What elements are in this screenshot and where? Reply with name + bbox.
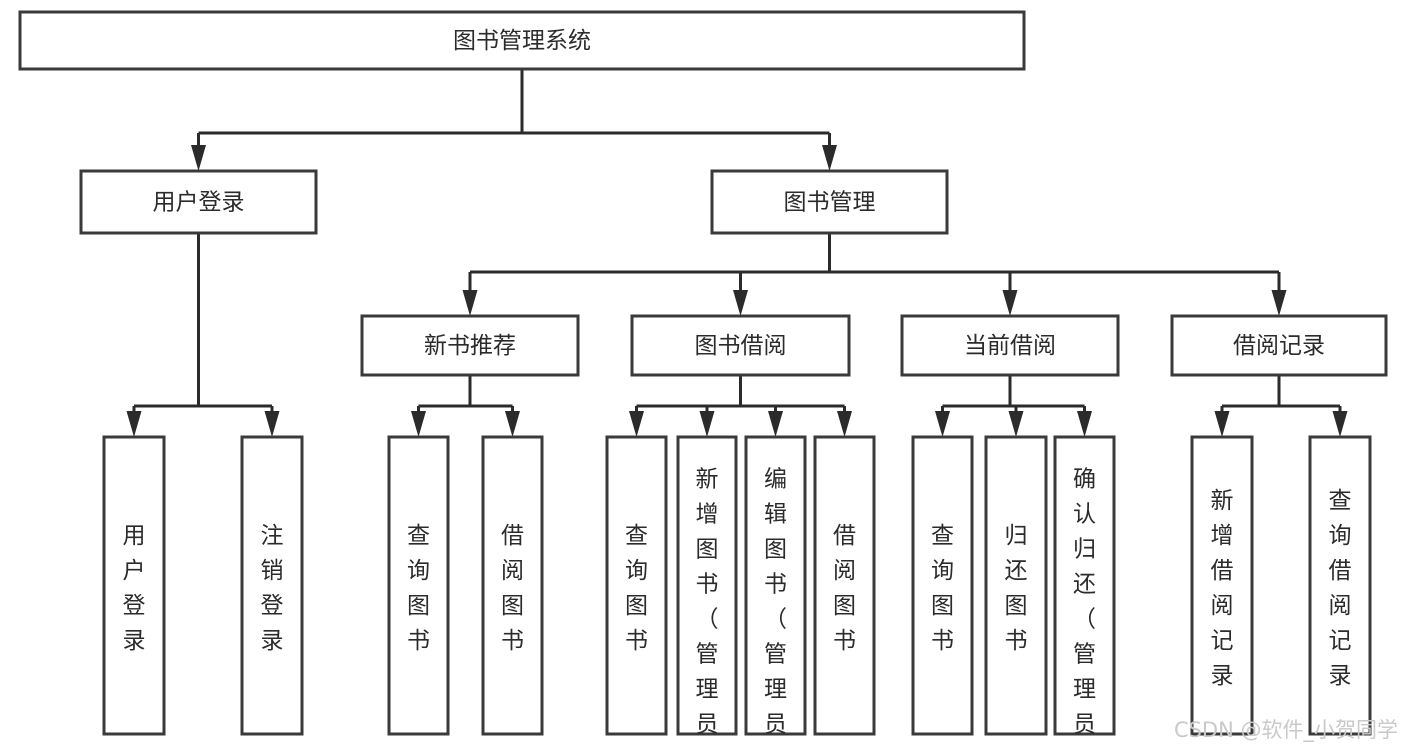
node-current-borrow[interactable]: 当前借阅	[900, 314, 1120, 377]
node-leaf-return-book[interactable]: 归还图书	[984, 435, 1048, 736]
node-label: 用户登录	[153, 190, 245, 216]
node-book-borrow[interactable]: 图书借阅	[630, 314, 851, 377]
arrow-head-icon	[733, 290, 748, 316]
watermark-label: CSDN @软件_小贺同学	[1174, 718, 1398, 743]
arrow-head-icon	[1332, 411, 1348, 437]
node-root[interactable]: 图书管理系统	[18, 10, 1026, 71]
arrow-head-icon	[505, 411, 520, 437]
arrow-head-icon	[629, 411, 644, 437]
node-box	[900, 314, 1120, 377]
node-box	[984, 435, 1048, 736]
node-box	[911, 435, 974, 736]
node-borrow-record[interactable]: 借阅记录	[1170, 314, 1388, 377]
arrow-head-icon	[462, 290, 478, 316]
node-box	[1053, 435, 1116, 736]
node-leaf-add-record[interactable]: 新增借阅记录	[1190, 435, 1254, 736]
node-leaf-query-book-rec[interactable]: 查询图书	[387, 435, 450, 736]
node-box	[630, 314, 851, 377]
node-label: 归还图书	[1005, 523, 1028, 654]
node-user-login[interactable]: 用户登录	[79, 169, 318, 235]
node-box	[1170, 314, 1388, 377]
node-label: 注销登录	[261, 523, 284, 654]
arrow-head-icon	[126, 411, 142, 437]
node-label: 当前借阅	[964, 333, 1056, 359]
node-box	[710, 169, 949, 235]
node-leaf-add-book[interactable]: 新增图书（管理员）	[676, 435, 738, 747]
node-box	[605, 435, 668, 736]
node-label: 查询借阅记录	[1329, 488, 1352, 689]
node-new-book-rec[interactable]: 新书推荐	[360, 314, 580, 377]
node-box	[360, 314, 580, 377]
arrow-head-icon	[1002, 290, 1018, 316]
connector-layer	[126, 69, 1348, 437]
arrow-head-icon	[699, 411, 715, 437]
node-leaf-borrow-book-rec[interactable]: 借阅图书	[481, 435, 544, 736]
node-box	[387, 435, 450, 736]
node-box	[1308, 435, 1372, 736]
node-label: 图书管理系统	[453, 28, 591, 54]
node-label: 确认归还（管理员）	[1073, 466, 1096, 747]
node-box	[102, 435, 166, 736]
arrow-head-icon	[822, 145, 837, 171]
arrow-head-icon	[1008, 411, 1024, 437]
arrow-head-icon	[1214, 411, 1230, 437]
node-leaf-query-record[interactable]: 查询借阅记录	[1308, 435, 1372, 736]
arrow-head-icon	[837, 411, 852, 437]
node-box	[1190, 435, 1254, 736]
node-leaf-query-book-cur[interactable]: 查询图书	[911, 435, 974, 736]
node-box	[18, 10, 1026, 71]
arrow-head-icon	[1271, 290, 1287, 316]
node-label: 新增借阅记录	[1211, 488, 1234, 689]
node-label: 图书管理	[784, 190, 876, 216]
node-label: 图书借阅	[695, 333, 787, 359]
arrow-head-icon	[768, 411, 783, 437]
node-label: 用户登录	[123, 523, 146, 654]
node-box	[240, 435, 304, 736]
node-box	[813, 435, 876, 736]
node-label: 借阅图书	[501, 523, 524, 654]
node-leaf-user-login[interactable]: 用户登录	[102, 435, 166, 736]
arrow-head-icon	[1077, 411, 1092, 437]
node-box	[676, 435, 738, 736]
node-box	[481, 435, 544, 736]
node-book-manage[interactable]: 图书管理	[710, 169, 949, 235]
node-leaf-confirm-return[interactable]: 确认归还（管理员）	[1053, 435, 1116, 747]
node-leaf-borrow-book[interactable]: 借阅图书	[813, 435, 876, 736]
node-leaf-query-book-borrow[interactable]: 查询图书	[605, 435, 668, 736]
node-box	[744, 435, 807, 736]
node-label: 借阅图书	[833, 523, 856, 654]
node-label: 新书推荐	[424, 333, 516, 359]
arrow-head-icon	[191, 145, 206, 171]
node-leaf-edit-book[interactable]: 编辑图书（管理员）	[744, 435, 807, 747]
node-leaf-logout[interactable]: 注销登录	[240, 435, 304, 736]
node-label: 查询图书	[931, 523, 954, 654]
arrow-head-icon	[264, 411, 280, 437]
node-box	[79, 169, 318, 235]
node-label: 查询图书	[625, 523, 648, 654]
node-label: 新增图书（管理员）	[696, 466, 719, 747]
node-label: 查询图书	[407, 523, 430, 654]
arrow-head-icon	[411, 411, 426, 437]
node-layer: 图书管理系统用户登录图书管理新书推荐图书借阅当前借阅借阅记录用户登录注销登录查询…	[18, 10, 1388, 747]
arrow-head-icon	[935, 411, 950, 437]
node-label: 借阅记录	[1233, 333, 1325, 359]
